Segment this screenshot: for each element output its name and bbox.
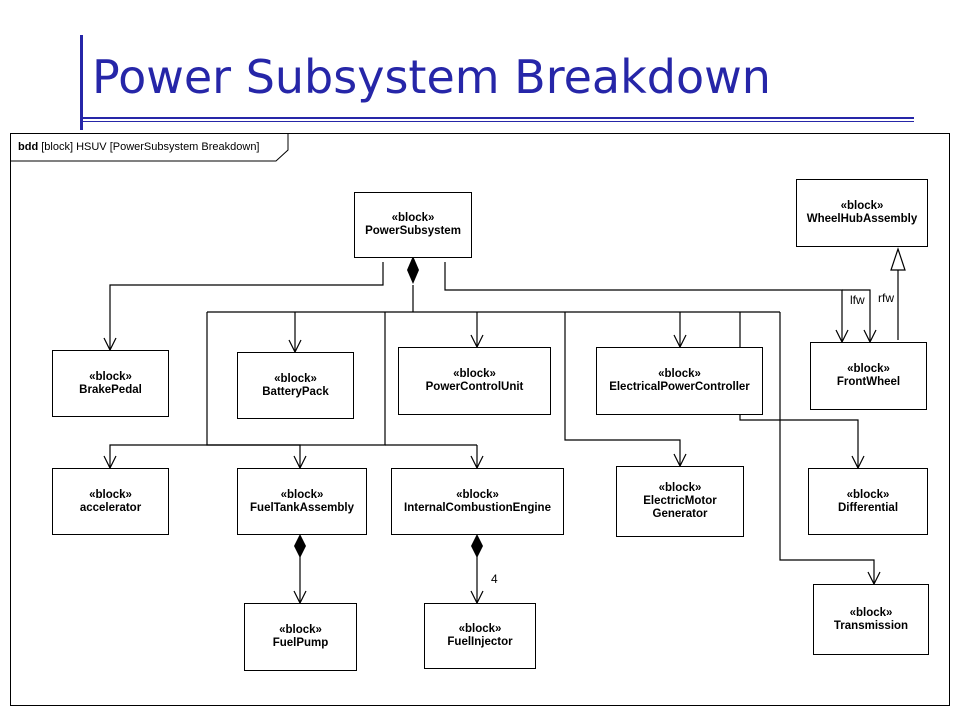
block-differential[interactable]: «block» Differential	[808, 468, 928, 535]
block-name: accelerator	[79, 501, 142, 514]
composition-diamond-fueltank	[294, 534, 306, 558]
stereotype-label: «block»	[89, 370, 132, 383]
frame-label-text: [block] HSUV [PowerSubsystem Breakdown]	[41, 141, 260, 153]
block-powersubsystem[interactable]: «block» PowerSubsystem	[354, 192, 472, 258]
block-name-line1: ElectricMotor	[643, 495, 717, 507]
stereotype-label: «block»	[456, 488, 499, 501]
block-electricalpowercontroller[interactable]: «block» ElectricalPowerController	[596, 347, 763, 415]
link-accelerator	[109, 312, 386, 468]
multiplicity-label: 4	[491, 572, 498, 586]
stereotype-label: «block»	[849, 606, 893, 619]
stereotype-label: «block»	[846, 488, 890, 501]
block-name: BrakePedal	[79, 383, 142, 396]
title-accent-vertical-line	[80, 35, 83, 130]
frame-kind: bdd	[18, 141, 39, 153]
block-name: FuelPump	[272, 637, 329, 649]
stereotype-label: «block»	[458, 623, 502, 635]
link-frontwheel-lfw	[444, 262, 843, 342]
title-underline-thin	[80, 121, 914, 122]
slide-title: Power Subsystem Breakdown	[92, 50, 771, 104]
stereotype-label: «block»	[280, 488, 324, 501]
block-frontwheel[interactable]: «block» FrontWheel	[810, 342, 927, 410]
frame-label-border	[10, 133, 289, 162]
block-name: WheelHubAssembly	[806, 213, 918, 225]
link-transmission	[779, 312, 875, 584]
link-motorgenerator	[564, 312, 681, 466]
frame-label: bdd [block] HSUV [PowerSubsystem Breakdo…	[10, 133, 288, 161]
diagram-frame	[10, 133, 950, 706]
block-internalcombustionengine[interactable]: «block» InternalCombustionEngine	[391, 468, 564, 535]
block-wheelhubassembly[interactable]: «block» WheelHubAssembly	[796, 179, 928, 247]
block-electricmotorgenerator[interactable]: «block» ElectricMotor Generator	[616, 466, 744, 537]
block-name: PowerSubsystem	[365, 225, 461, 237]
block-name: FrontWheel	[836, 376, 901, 388]
block-fuelinjector[interactable]: «block» FuelInjector	[424, 603, 536, 669]
block-name: PowerControlUnit	[425, 381, 524, 393]
stereotype-label: «block»	[847, 363, 890, 375]
stereotype-label: «block»	[274, 372, 317, 385]
block-fuelpump[interactable]: «block» FuelPump	[244, 603, 357, 671]
block-brakepedal[interactable]: «block» BrakePedal	[52, 350, 169, 417]
stereotype-label: «block»	[453, 368, 496, 380]
stereotype-label: «block»	[658, 482, 702, 494]
composition-diamond-powersubsystem	[407, 256, 419, 284]
link-brakepedal	[109, 262, 384, 350]
block-name: FuelTankAssembly	[250, 501, 354, 514]
block-accelerator[interactable]: «block» accelerator	[52, 468, 169, 535]
role-label-lfw: lfw	[850, 293, 865, 307]
stereotype-label: «block»	[391, 212, 435, 224]
stereotype-label: «block»	[89, 488, 132, 501]
block-name: InternalCombustionEngine	[404, 501, 551, 514]
block-name: BatteryPack	[262, 385, 329, 398]
stereotype-label: «block»	[279, 624, 322, 636]
block-name-line2: Generator	[652, 508, 708, 520]
role-label-rfw: rfw	[878, 291, 894, 305]
block-name: Differential	[837, 501, 899, 514]
block-powercontrolunit[interactable]: «block» PowerControlUnit	[398, 347, 551, 415]
generalization-triangle	[890, 247, 906, 271]
block-transmission[interactable]: «block» Transmission	[813, 584, 929, 655]
title-underline	[80, 117, 914, 119]
block-batterypack[interactable]: «block» BatteryPack	[237, 352, 354, 419]
block-fueltankassembly[interactable]: «block» FuelTankAssembly	[237, 468, 367, 535]
stereotype-label: «block»	[840, 200, 884, 212]
block-name: FuelInjector	[447, 636, 513, 648]
block-name: Transmission	[833, 619, 909, 632]
composition-diamond-ice	[471, 534, 483, 558]
block-name: ElectricalPowerController	[609, 381, 750, 393]
stereotype-label: «block»	[658, 368, 701, 380]
